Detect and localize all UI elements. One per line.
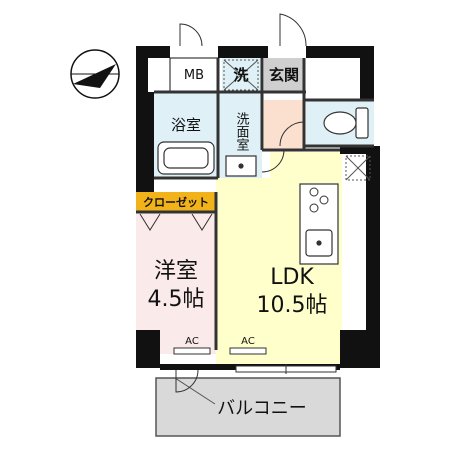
ldk-room-upper	[270, 152, 342, 182]
western-room-name: 洋室	[154, 259, 198, 284]
ac-unit	[173, 347, 211, 355]
washroom-door	[261, 149, 285, 173]
balcony-label: バルコニー	[217, 398, 307, 419]
ldk-name: LDK	[270, 265, 314, 290]
toilet-icon	[323, 107, 369, 139]
washroom-label: 洗面室	[234, 112, 250, 151]
ac-label-ldk: AC	[241, 336, 255, 347]
fridge-space-icon	[345, 155, 371, 181]
walls	[136, 46, 380, 370]
entrance-door	[279, 13, 307, 47]
ac-unit	[229, 347, 267, 355]
ldk-size: 10.5帖	[257, 293, 328, 318]
balcony-window	[235, 364, 337, 374]
bathtub-icon	[157, 141, 215, 175]
bath-label: 浴室	[171, 116, 201, 134]
entrance-area	[264, 58, 304, 92]
closet-label: クローゼット	[143, 195, 209, 209]
stove-icon	[309, 187, 329, 213]
mb-door	[179, 23, 203, 47]
western-room-size: 4.5帖	[148, 287, 205, 312]
washer-icon	[223, 59, 259, 91]
compass-north-arrow-icon	[70, 49, 120, 99]
toilet-door	[279, 121, 305, 147]
closet-doors	[139, 213, 213, 231]
closet-bar	[136, 192, 216, 212]
western-window	[175, 369, 199, 393]
ac-label-western: AC	[185, 336, 199, 347]
hallway	[264, 100, 304, 150]
balcony	[155, 377, 341, 437]
mb-label: MB	[184, 68, 204, 83]
sink-icon	[225, 155, 257, 177]
kitchen-sink-icon	[305, 229, 333, 257]
washer-label: 洗	[233, 66, 248, 84]
entrance-label: 玄関	[269, 66, 299, 84]
